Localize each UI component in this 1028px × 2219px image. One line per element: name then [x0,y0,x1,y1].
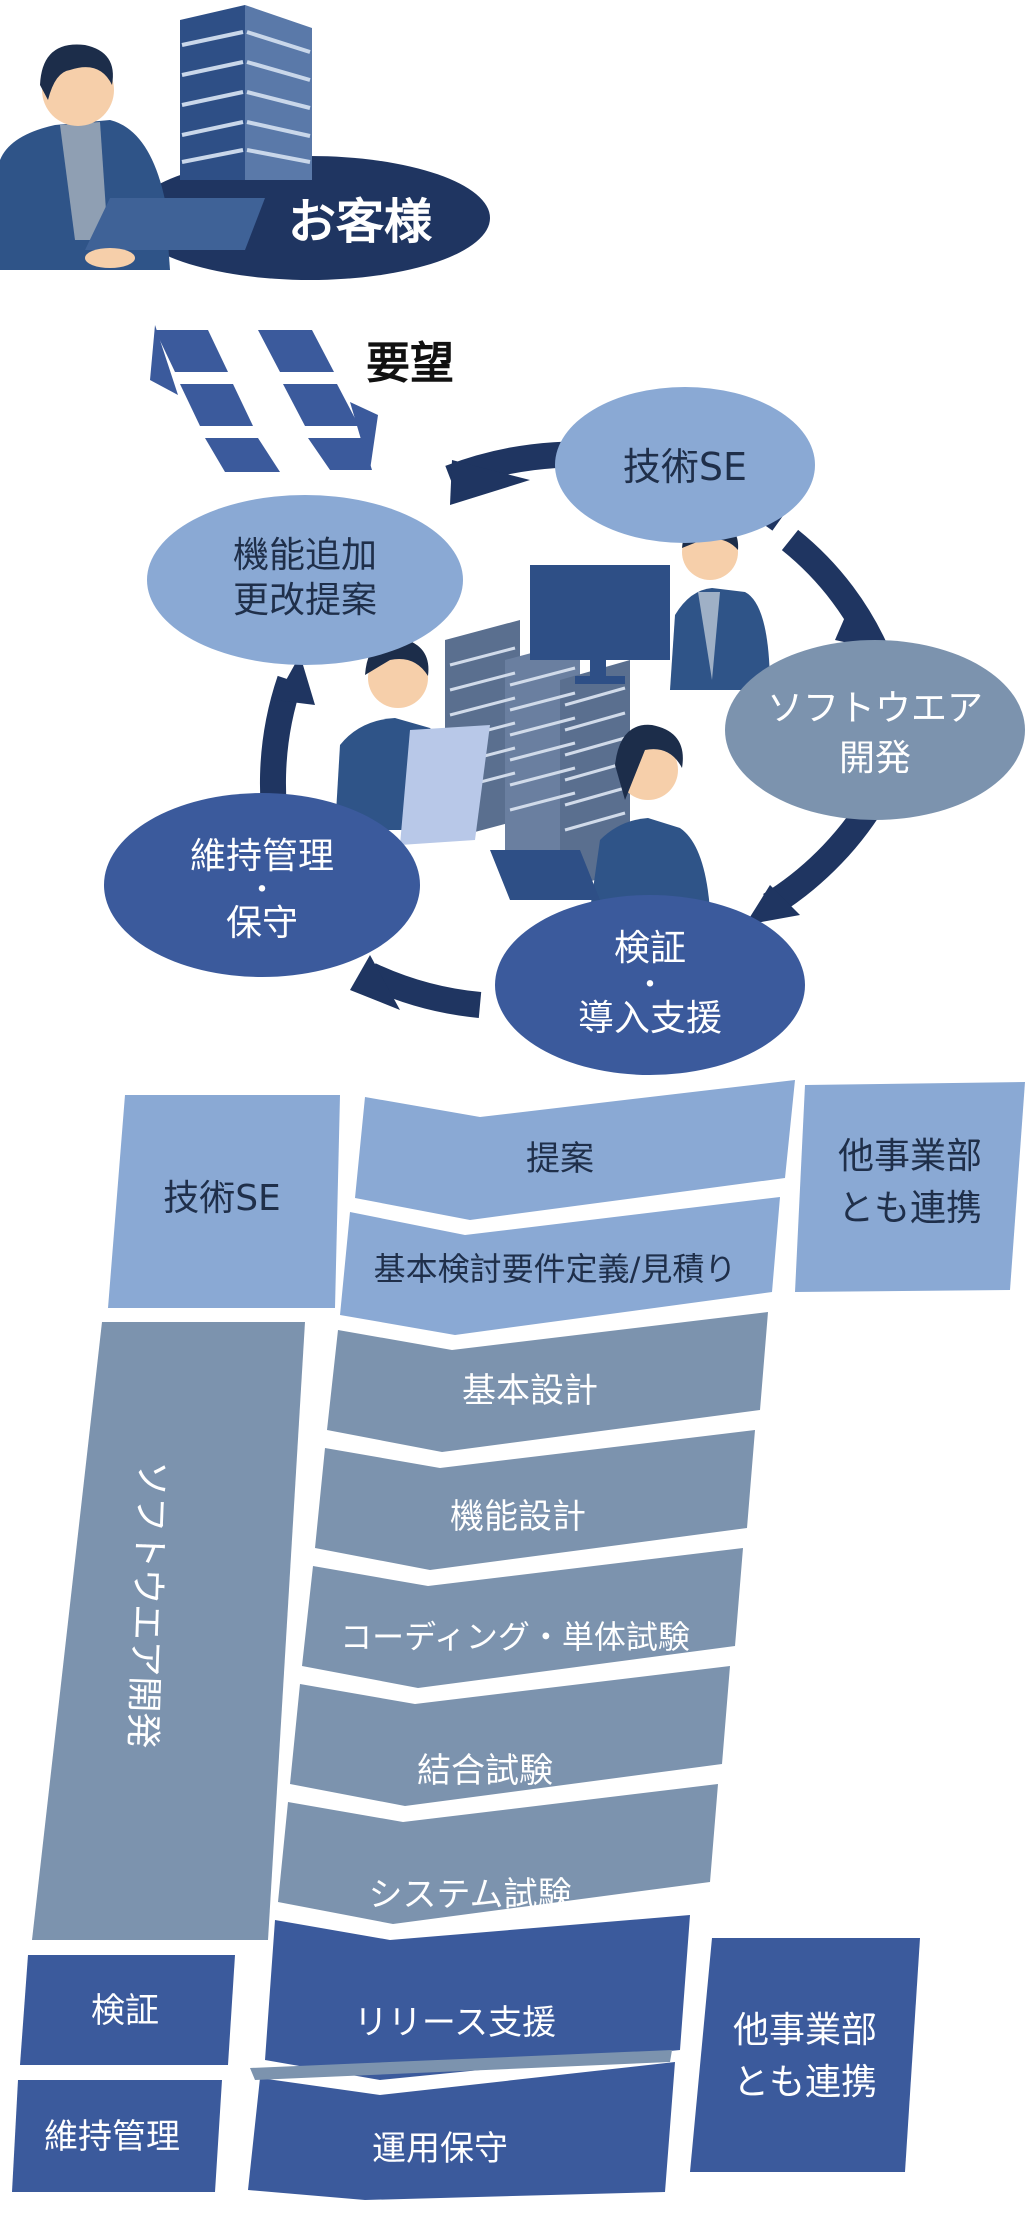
step-function-design: 機能設計 [315,1430,755,1570]
customer-label: お客様 [288,194,433,250]
step-coding: コーディング・単体試験 [302,1548,743,1688]
collab-bottom-line1: 他事業部 [733,2010,877,2051]
node-tech-se: 技術SE [555,387,815,543]
collab-top-line2: とも連携 [838,1188,982,1229]
step-function-design-label: 機能設計 [450,1497,586,1537]
node-verification: 検証 ・ 導入支援 [495,895,805,1075]
step-basic-design-label: 基本設計 [462,1371,598,1411]
step-release-support: リリース支援 [265,1915,690,2080]
step-integration-test: 結合試験 [290,1666,730,1806]
engineer-woman-icon [490,724,710,910]
monitor-icon [530,565,670,684]
node-verification-line1: 検証 [614,928,686,969]
collab-top: 他事業部 とも連携 [795,1082,1025,1292]
step-system-test-label: システム試験 [369,1875,572,1915]
step-system-test: システム試験 [278,1784,718,1924]
node-maintenance-line1: 維持管理 [190,836,334,877]
node-proposal-line1: 機能追加 [233,535,377,576]
node-verification-line2: ・ [635,968,665,1003]
role-maintenance: 維持管理 [12,2080,222,2192]
role-tech-se: 技術SE [108,1095,340,1308]
node-verification-line3: 導入支援 [578,998,722,1039]
request-label: 要望 [366,338,454,389]
collab-bottom: 他事業部 とも連携 [690,1938,920,2172]
role-verification: 検証 [20,1955,235,2065]
node-proposal-line2: 更改提案 [233,580,377,621]
role-tech-se-label: 技術SE [163,1178,281,1219]
step-requirements-label: 基本検討要件定義/見積り [374,1250,737,1288]
building-icon [180,5,312,180]
node-software-dev: ソフトウエア 開発 [725,640,1025,820]
role-maintenance-label: 維持管理 [44,2117,180,2157]
role-verification-label: 検証 [91,1991,159,2031]
step-proposal-label: 提案 [526,1139,594,1179]
down-arrow-icon [258,330,378,470]
step-operation-maintenance-label: 運用保守 [372,2129,508,2169]
cycle-arrowheads [275,460,880,1010]
up-arrow-icon [150,325,280,472]
role-software-dev-label: ソフトウエア開発 [121,1460,172,1749]
node-maintenance: 維持管理 ・ 保守 [104,793,420,977]
request-arrows: 要望 [150,325,454,472]
step-proposal: 提案 [355,1080,795,1220]
engineer-man-icon [670,517,770,690]
node-software-dev-line1: ソフトウエア [767,688,983,729]
step-basic-design: 基本設計 [327,1312,768,1452]
node-maintenance-line3: 保守 [226,903,298,944]
step-release-support-label: リリース支援 [354,2003,556,2043]
node-software-dev-line2: 開発 [839,738,911,779]
collab-top-line1: 他事業部 [838,1136,982,1177]
step-operation-maintenance: 運用保守 [248,2062,675,2200]
process-steps: 提案 基本検討要件定義/見積り 基本設計 機能設計 コーディング・単体試験 結合… [248,1080,795,2200]
step-requirements: 基本検討要件定義/見積り [340,1197,780,1335]
node-maintenance-line2: ・ [247,873,277,908]
step-integration-test-label: 結合試験 [417,1751,553,1791]
customer-group: お客様 [0,5,490,280]
step-coding-label: コーディング・単体試験 [340,1618,690,1656]
role-software-dev: ソフトウエア開発 [32,1322,305,1940]
node-proposal: 機能追加 更改提案 [147,495,463,665]
engineer-clipboard-icon [335,637,490,845]
node-tech-se-label: 技術SE [623,445,747,489]
customer-person-icon [0,44,265,270]
collab-bottom-line2: とも連携 [733,2062,877,2103]
release-divider [250,2050,672,2080]
